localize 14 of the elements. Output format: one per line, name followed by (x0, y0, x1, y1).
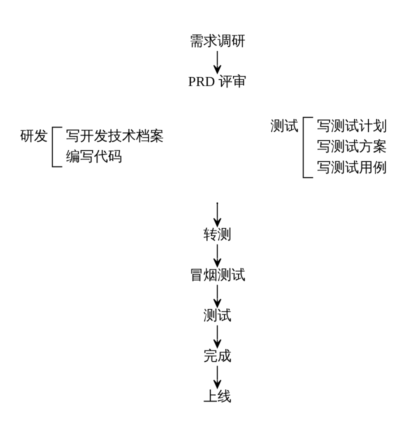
label: 写测试计划 (317, 118, 388, 134)
node-text: 上线 (203, 388, 232, 404)
label: 写测试用例 (317, 160, 388, 175)
node-text: 转测 (203, 226, 232, 242)
label: 测试 (270, 118, 299, 134)
node-text: PRD 评审 (188, 74, 246, 89)
label: 写测试方案 (317, 139, 388, 154)
label: 编写代码 (66, 149, 122, 164)
node-text: 需求调研 (189, 33, 246, 48)
node-text: 完成 (203, 348, 232, 364)
node-text: 冒烟测试 (189, 267, 246, 282)
node-text: 测试 (203, 308, 232, 323)
label: 研发 (20, 128, 48, 144)
label: 写开发技术档案 (66, 128, 164, 144)
